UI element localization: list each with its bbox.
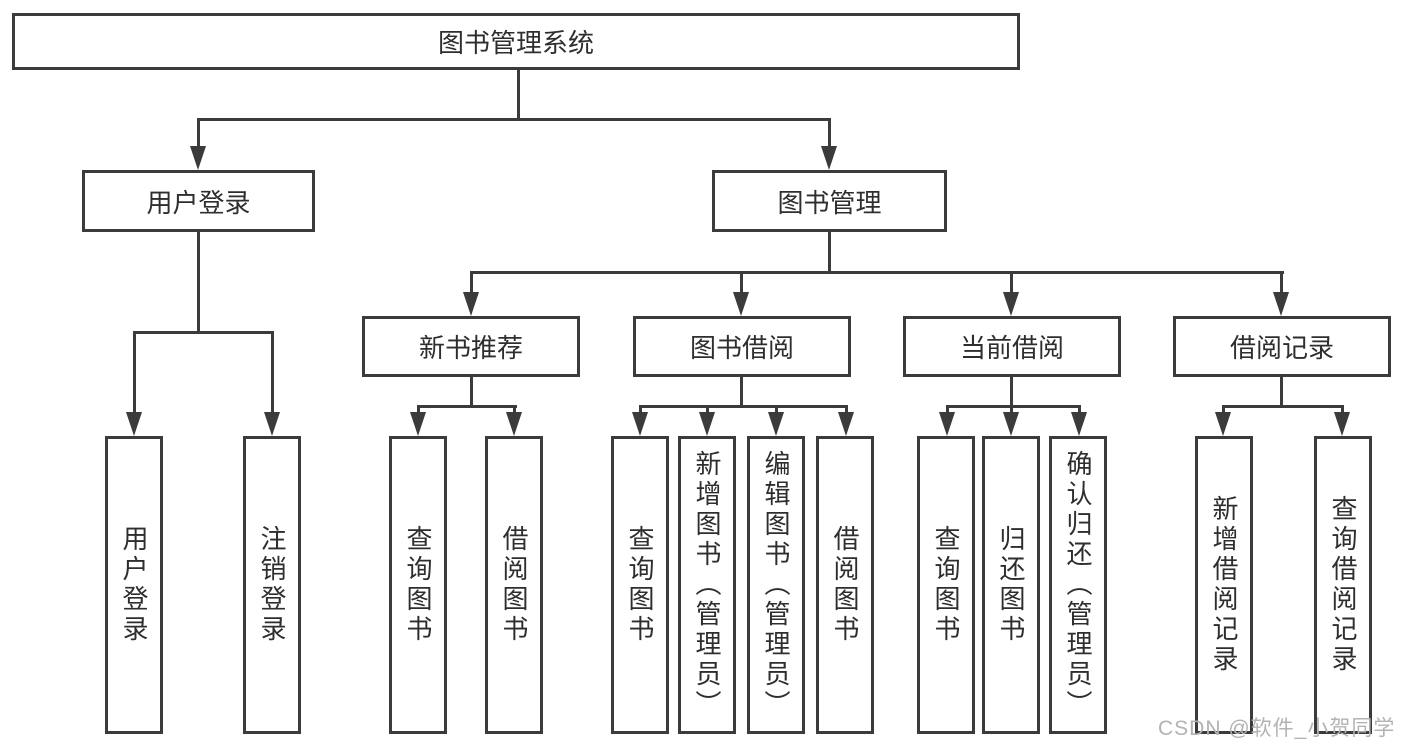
node-leaf-borrow-books: 借阅图书	[816, 436, 874, 734]
connector-line	[133, 331, 136, 414]
connector-line	[1078, 405, 1081, 415]
connector-line	[513, 405, 516, 415]
node-leaf-add-books-admin: 新增图书（管理员）	[678, 436, 736, 734]
node-leaf-user-login: 用户登录	[105, 436, 163, 734]
connector-line	[1010, 271, 1013, 294]
node-user-login: 用户登录	[82, 170, 315, 232]
node-leaf-add-borrow-record: 新增借阅记录	[1195, 436, 1253, 734]
connector-line	[517, 70, 520, 120]
node-leaf-confirm-return-admin: 确认归还（管理员）	[1049, 436, 1107, 734]
connector-line	[946, 405, 1081, 408]
connector-line	[845, 405, 848, 415]
arrow-down-icon	[838, 412, 854, 436]
node-leaf-logout: 注销登录	[243, 436, 301, 734]
connector-line	[1280, 271, 1283, 294]
arrow-down-icon	[699, 412, 715, 436]
arrow-down-icon	[733, 292, 749, 316]
connector-line	[271, 331, 274, 414]
arrow-down-icon	[1273, 292, 1289, 316]
watermark: CSDN @软件_小贺同学	[1158, 717, 1396, 740]
connector-line	[639, 405, 642, 415]
arrow-down-icon	[1003, 292, 1019, 316]
connector-line	[828, 118, 831, 150]
arrow-down-icon	[1215, 412, 1231, 436]
arrow-down-icon	[463, 292, 479, 316]
connector-line	[470, 271, 1284, 274]
node-leaf-query-books-borrowing: 查询图书	[611, 436, 669, 734]
connector-line	[775, 405, 778, 415]
connector-line	[417, 405, 517, 408]
node-leaf-return-books: 归还图书	[982, 436, 1040, 734]
connector-line	[197, 232, 200, 333]
connector-line	[1010, 377, 1013, 407]
connector-line	[740, 271, 743, 294]
node-leaf-query-borrow-record: 查询借阅记录	[1314, 436, 1372, 734]
connector-line	[197, 118, 200, 150]
arrow-down-icon	[410, 412, 426, 436]
arrow-down-icon	[264, 412, 280, 436]
arrow-down-icon	[190, 146, 206, 170]
connector-line	[706, 405, 709, 415]
arrow-down-icon	[126, 412, 142, 436]
connector-line	[470, 377, 473, 407]
arrow-down-icon	[1003, 412, 1019, 436]
connector-line	[1222, 405, 1225, 415]
arrow-down-icon	[939, 412, 955, 436]
connector-line	[1222, 405, 1343, 408]
node-book-borrowing: 图书借阅	[633, 316, 851, 377]
node-leaf-borrow-books-recommend: 借阅图书	[485, 436, 543, 734]
arrow-down-icon	[1071, 412, 1087, 436]
node-current-borrowing: 当前借阅	[903, 316, 1121, 377]
node-new-book-recommendation: 新书推荐	[362, 316, 580, 377]
connector-line	[1341, 405, 1344, 415]
arrow-down-icon	[821, 146, 837, 170]
connector-line	[639, 405, 848, 408]
arrow-down-icon	[1334, 412, 1350, 436]
node-book-management: 图书管理	[712, 170, 947, 232]
connector-line	[470, 271, 473, 294]
arrow-down-icon	[768, 412, 784, 436]
connector-line	[197, 118, 831, 121]
connector-line	[1010, 405, 1013, 415]
connector-line	[740, 377, 743, 407]
connector-line	[828, 232, 831, 273]
arrow-down-icon	[506, 412, 522, 436]
node-root: 图书管理系统	[12, 13, 1020, 70]
node-borrowing-records: 借阅记录	[1173, 316, 1391, 377]
node-leaf-edit-books-admin: 编辑图书（管理员）	[747, 436, 805, 734]
connector-line	[417, 405, 420, 415]
connector-line	[946, 405, 949, 415]
node-leaf-query-books-current: 查询图书	[917, 436, 975, 734]
connector-line	[1280, 377, 1283, 407]
node-leaf-query-books-recommend: 查询图书	[389, 436, 447, 734]
connector-line	[133, 331, 274, 334]
arrow-down-icon	[632, 412, 648, 436]
